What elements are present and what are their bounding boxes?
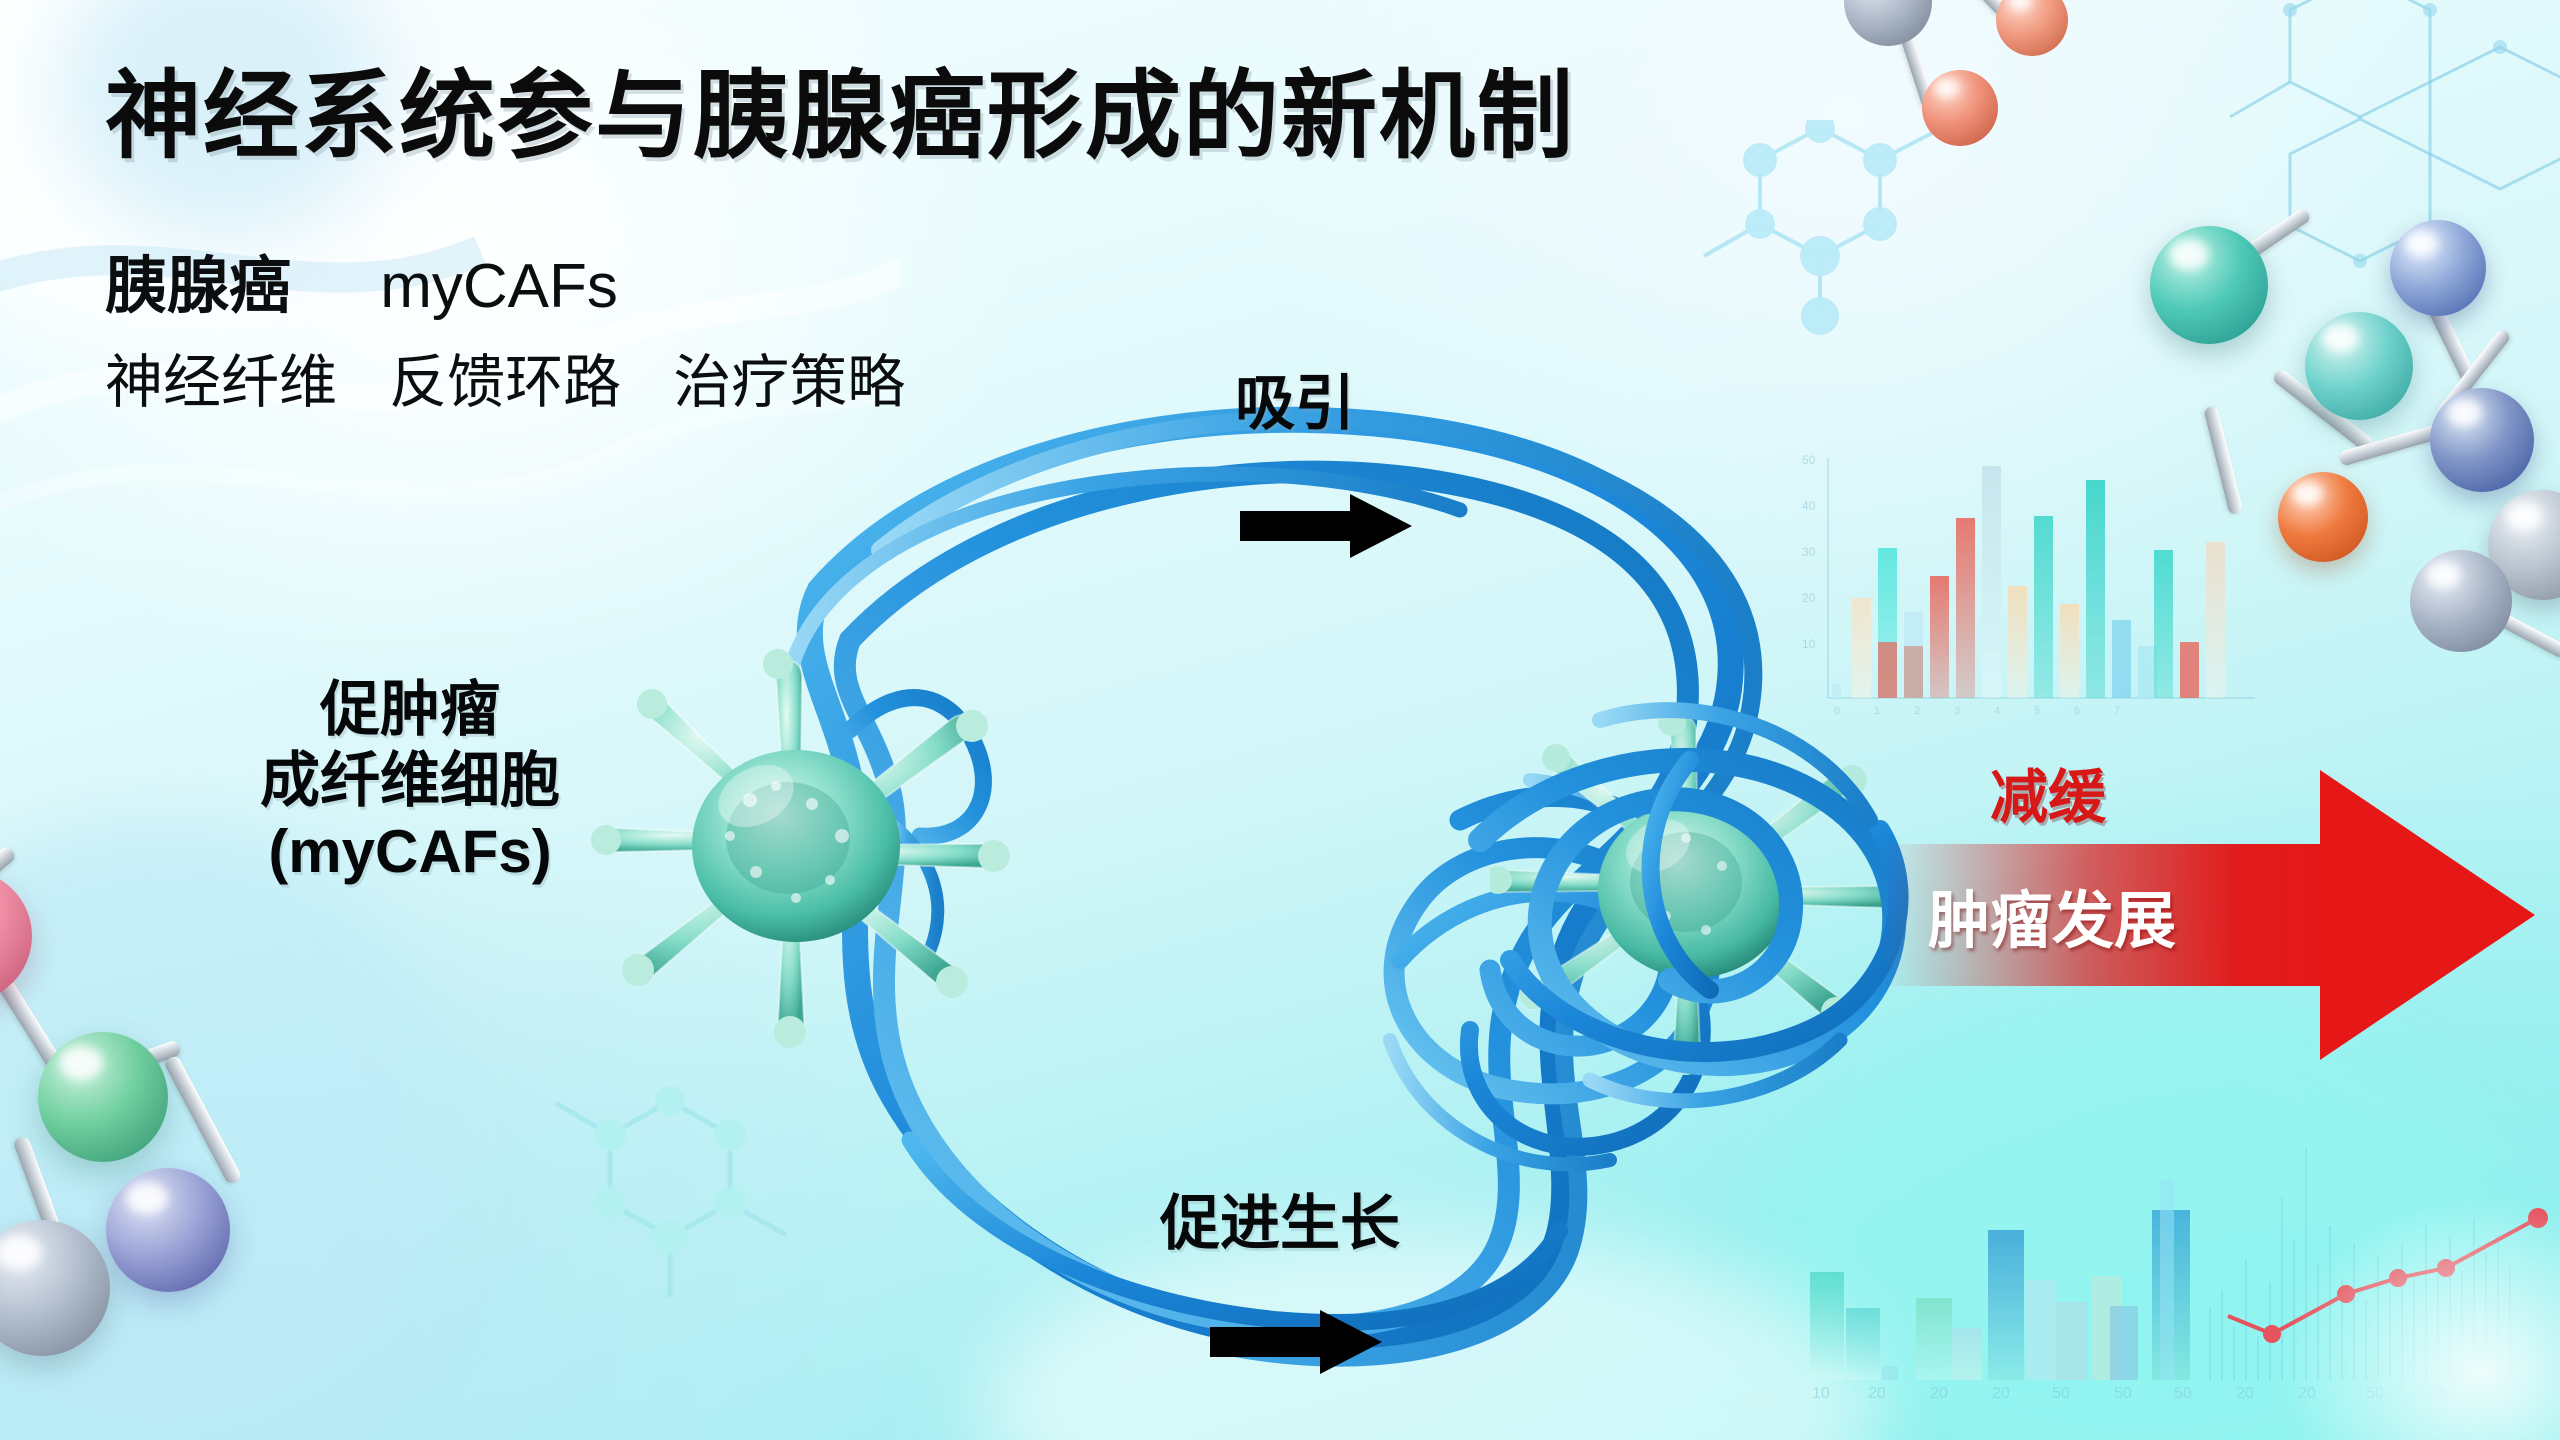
bar (2060, 604, 2079, 698)
keyword-nerve-fiber: 神经纤维 (105, 350, 338, 415)
bar (2092, 1276, 2122, 1380)
bar (2008, 586, 2027, 698)
svg-text:20: 20 (2236, 1385, 2254, 1402)
bar (1952, 1328, 1982, 1380)
mycafs-label-line-1: 促肿瘤 (320, 676, 500, 743)
bar (2056, 1302, 2088, 1380)
hexagon-ring-icon-top-right (2229, 0, 2560, 268)
outcome-arrow: 减缓 肿瘤发展 (1880, 765, 2560, 1060)
svg-text:6: 6 (2074, 705, 2080, 717)
keyword-treatment-strategy: 治疗策略 (673, 350, 906, 415)
bar (1988, 1230, 2024, 1380)
svg-text:5: 5 (2034, 705, 2040, 717)
page-title: 神经系统参与胰腺癌形成的新机制 (105, 63, 1575, 170)
bg-blob-5 (0, 820, 460, 1440)
stellate-cell-icon-left (591, 649, 1010, 1048)
bar (2206, 542, 2225, 698)
molecule-icon-top-center (1800, 0, 2130, 190)
flow-label-attract: 吸引 (1235, 370, 1355, 437)
svg-text:20: 20 (1992, 1385, 2010, 1402)
svg-text:60: 60 (2430, 1385, 2448, 1402)
outcome-arrow-shaft (1880, 844, 2380, 986)
outcome-top-label: 减缓 (1990, 765, 2107, 830)
bar (2180, 642, 2199, 698)
keyword-row-secondary: 神经纤维 反馈环路 治疗策略 (105, 335, 941, 419)
molecule-icon-top-right (2090, 160, 2560, 640)
svg-text:50: 50 (2174, 1385, 2192, 1402)
molecule-icon-bottom-left (0, 800, 430, 1440)
outcome-main-label: 肿瘤发展 (1928, 887, 2177, 956)
mycafs-label: 促肿瘤 成纤维细胞 (myCAFs) (195, 675, 625, 887)
bar (1982, 466, 2001, 698)
svg-text:50: 50 (2114, 1385, 2132, 1402)
svg-text:4: 4 (1994, 705, 2000, 717)
bar (2110, 1306, 2138, 1380)
bar (2160, 1180, 2174, 1380)
svg-text:50: 50 (2052, 1385, 2070, 1402)
bar (2112, 620, 2131, 698)
flow-label-growth: 促进生长 (1160, 1190, 1400, 1257)
mycafs-label-line-3: (myCAFs) (268, 817, 552, 885)
keyword-mycafs: myCAFs (380, 252, 618, 321)
bar (1916, 1298, 1952, 1380)
hexagon-ring-icon-upper-left (1703, 120, 1939, 335)
outcome-arrow-head (2320, 770, 2535, 1060)
keyword-row-primary: 胰腺癌 myCAFs (105, 235, 618, 325)
svg-text:50: 50 (2366, 1385, 2384, 1402)
svg-text:20: 20 (2298, 1385, 2316, 1402)
bar (2086, 480, 2105, 698)
svg-text:20: 20 (1930, 1385, 1948, 1402)
mycafs-label-line-2: 成纤维细胞 (260, 746, 560, 814)
keyword-feedback-loop: 反馈环路 (389, 350, 622, 415)
bar (2154, 550, 2173, 698)
bar (2026, 1280, 2056, 1380)
bar (2152, 1210, 2190, 1380)
bar (2034, 516, 2053, 698)
molecule-icon-right-edge (2400, 490, 2560, 770)
keyword-pancreatic-cancer: 胰腺癌 (105, 252, 292, 321)
bar (2138, 646, 2157, 698)
svg-text:7: 7 (2114, 705, 2120, 717)
